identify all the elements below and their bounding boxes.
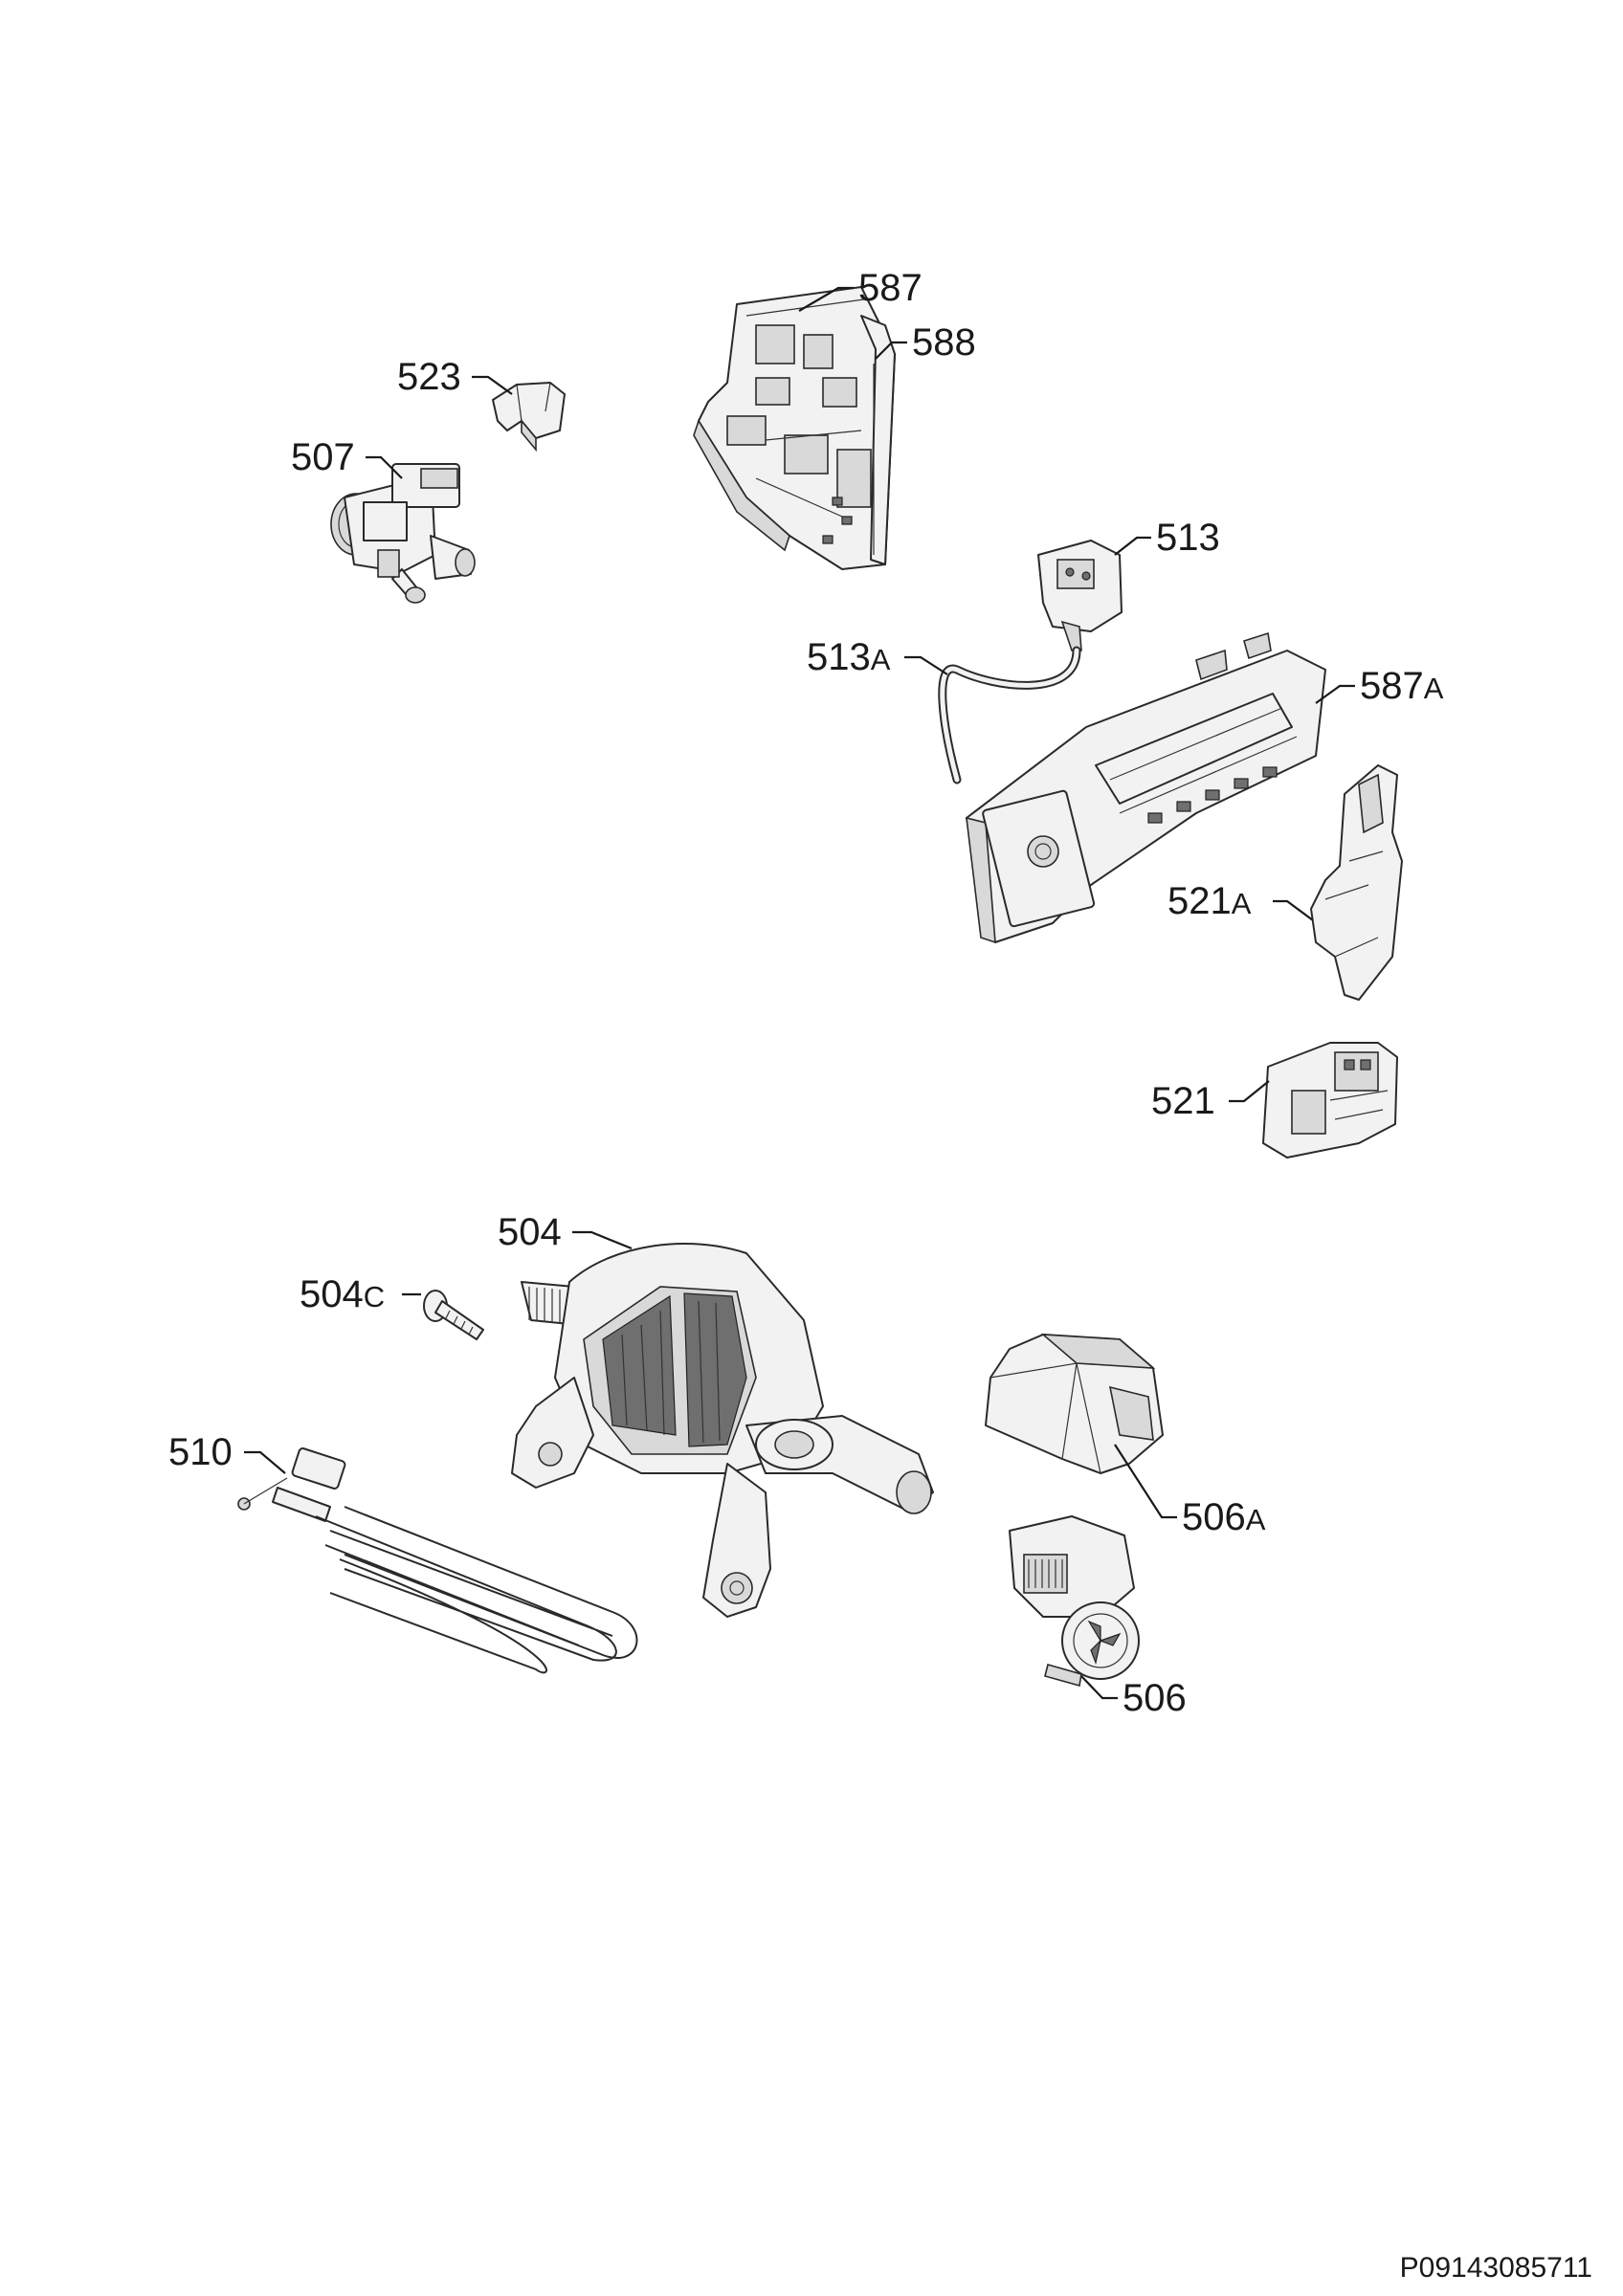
part-513-sensor[interactable] (1037, 540, 1123, 651)
leader-587 (798, 286, 854, 312)
leader-504 (572, 1230, 633, 1250)
part-588-circuit-board[interactable] (860, 315, 896, 565)
label-513A: 513A (807, 636, 891, 678)
part-506A-pump-cover[interactable] (985, 1334, 1164, 1474)
drawing-reference-number: P09143085711 (1400, 2252, 1592, 2284)
part-587-electronic-module[interactable] (693, 286, 896, 570)
label-506: 506 (1123, 1677, 1187, 1719)
leader-523 (472, 375, 513, 395)
label-506A: 506A (1182, 1496, 1266, 1538)
leader-587A (1315, 684, 1355, 704)
leader-lines (244, 286, 1355, 1700)
part-506-drain-pump[interactable] (1009, 1515, 1140, 1688)
label-507: 507 (291, 436, 355, 478)
leader-521A (1273, 899, 1314, 921)
part-504-motor[interactable] (511, 1243, 934, 1618)
leader-588 (875, 341, 907, 360)
leader-521 (1229, 1080, 1270, 1103)
part-587A-control-panel[interactable] (966, 631, 1326, 944)
leader-506A (1114, 1444, 1177, 1519)
label-587A: 587A (1360, 665, 1444, 707)
label-588: 588 (912, 321, 976, 364)
leader-507 (366, 455, 403, 479)
part-504C-screw[interactable] (423, 1290, 484, 1340)
label-504C: 504C (300, 1273, 385, 1315)
leader-513A (904, 655, 948, 675)
part-507-inlet-valve[interactable] (330, 463, 476, 604)
leader-513 (1114, 536, 1151, 556)
label-523: 523 (397, 356, 461, 398)
label-587: 587 (858, 267, 923, 309)
label-521A: 521A (1167, 880, 1252, 922)
label-513: 513 (1156, 517, 1220, 559)
leader-510 (244, 1450, 286, 1474)
label-504: 504 (498, 1211, 562, 1253)
label-510: 510 (168, 1431, 233, 1473)
part-513A-cable[interactable] (938, 646, 1081, 784)
part-521-door-lock[interactable] (1262, 1042, 1398, 1159)
part-510-heating-element[interactable] (237, 1447, 638, 1674)
part-521A-bracket[interactable] (1310, 764, 1403, 1001)
leader-506 (1080, 1675, 1118, 1700)
part-523-clip[interactable] (492, 382, 566, 453)
label-521: 521 (1151, 1080, 1215, 1122)
